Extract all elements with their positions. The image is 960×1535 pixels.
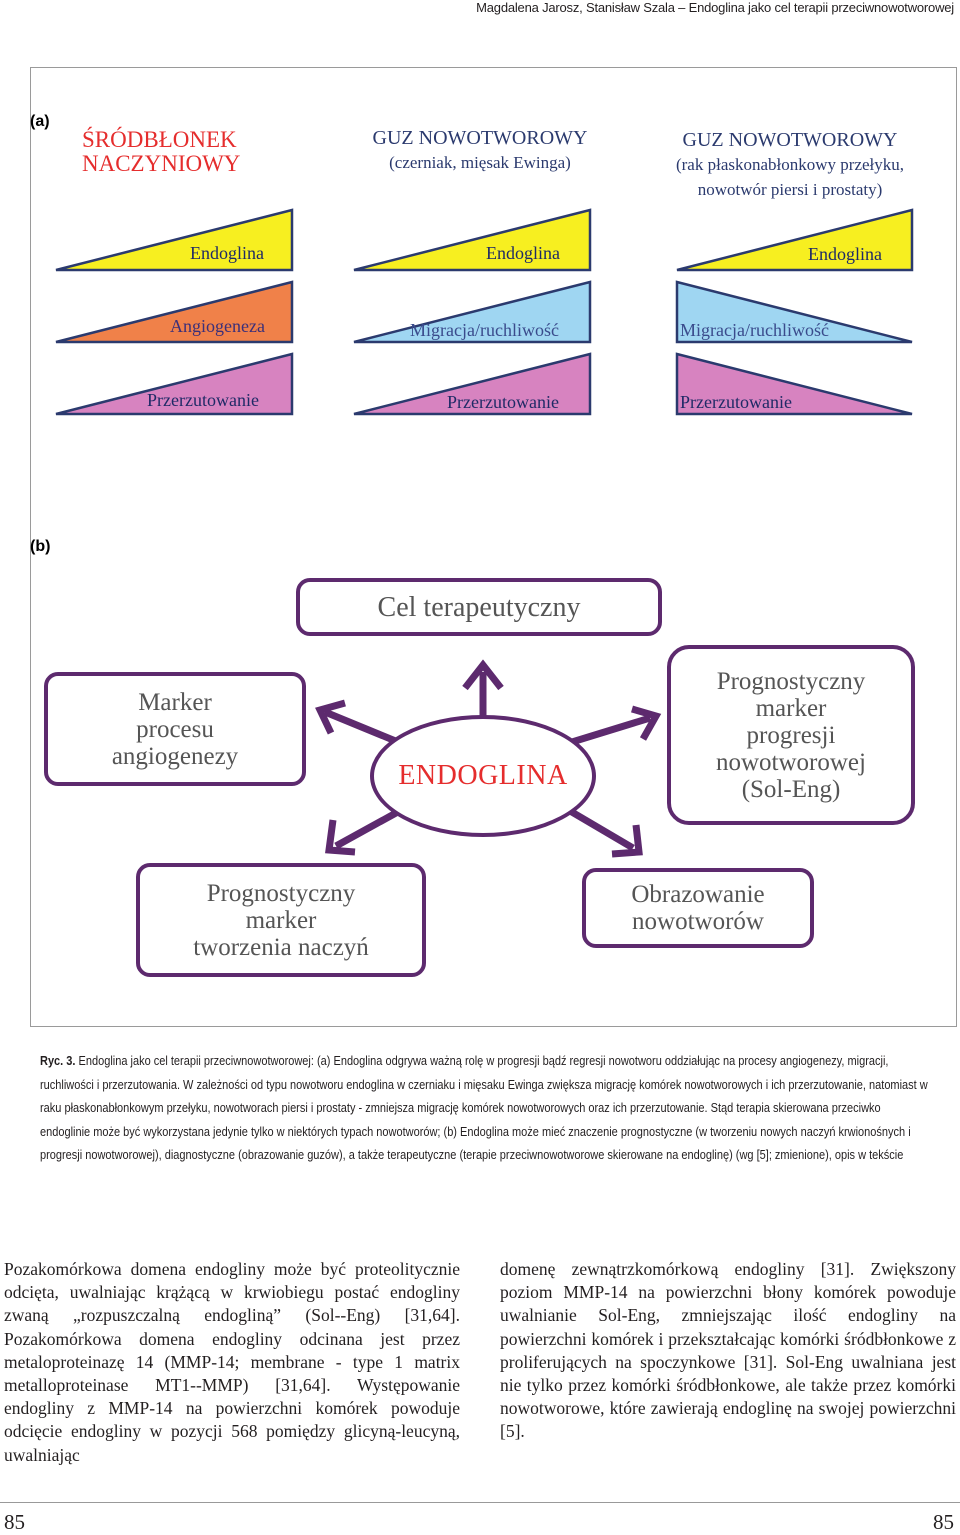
box-left-line1: Marker xyxy=(138,688,212,716)
col3-tri-przerzutowanie xyxy=(675,352,913,416)
caption-text: Endoglina jako cel terapii przeciwnowotw… xyxy=(40,1054,928,1162)
col2-tri-przerzutowanie xyxy=(353,352,592,416)
box-right-line3: progresji xyxy=(746,721,836,749)
col1-tri-angiogeneza xyxy=(55,280,294,344)
box-right-line4: nowotworowej xyxy=(716,748,866,776)
box-marker-angiogenezy: Marker procesu angiogenezy xyxy=(44,672,306,786)
col3-title: GUZ NOWOTWOROWY (rak płaskonabłonkowy pr… xyxy=(640,128,940,202)
col1-tri-przerzutowanie xyxy=(55,352,294,416)
endoglina-ellipse: ENDOGLINA xyxy=(370,715,596,837)
page-number-left: 85 xyxy=(4,1510,25,1534)
caption-label: Ryc. 3. xyxy=(40,1054,76,1068)
arrow-upper-right-head xyxy=(631,705,662,741)
arrow-upper-right xyxy=(570,714,652,746)
box-left-line3: angiogenezy xyxy=(111,742,239,770)
arrow-upper-left xyxy=(323,708,400,746)
col3-label-endoglina: Endoglina xyxy=(808,244,882,264)
page-number-right: 85 xyxy=(933,1510,954,1534)
col2-title: GUZ NOWOTWOROWY (czerniak, mięsak Ewinga… xyxy=(350,126,610,175)
col2-tri-migracja xyxy=(353,280,592,344)
col1-tri-endoglina xyxy=(55,208,294,272)
box-bottom-right-line1: Obrazowanie xyxy=(631,881,765,908)
col1-label-angiogeneza: Angiogeneza xyxy=(170,316,265,336)
arrow-lower-right xyxy=(563,804,635,852)
col2-label-endoglina: Endoglina xyxy=(486,243,560,263)
col3-title-line1: GUZ NOWOTWOROWY xyxy=(682,129,898,151)
box-bottom-right-line2: nowotworów xyxy=(632,908,764,935)
footer-rule xyxy=(0,1502,960,1503)
arrows-svg xyxy=(315,659,662,858)
col3-tri-endoglina xyxy=(676,208,914,272)
arrow-upper-left-head xyxy=(315,699,346,735)
col1-label-przerzutowanie: Przerzutowanie xyxy=(147,390,259,410)
col1-label-endoglina: Endoglina xyxy=(190,243,264,263)
endoglina-center-text: ENDOGLINA xyxy=(398,760,568,791)
col2-label-przerzutowanie: Przerzutowanie xyxy=(447,392,559,412)
box-cel-terapeutyczny-text: Cel terapeutyczny xyxy=(377,591,581,623)
box-left-line2: procesu xyxy=(136,715,214,743)
col2-subtitle-line1: (czerniak, mięsak Ewinga) xyxy=(389,153,571,172)
box-cel-terapeutyczny: Cel terapeutyczny xyxy=(296,578,662,636)
col2-label-migracja: Migracja/ruchliwość xyxy=(410,320,559,340)
col3-subtitle-line1: (rak płaskonabłonkowy przełyku, xyxy=(675,155,905,174)
box-obrazowanie: Obrazowanie nowotworów xyxy=(582,868,814,948)
arrow-lower-left xyxy=(334,804,407,850)
col3-label-przerzutowanie: Przerzutowanie xyxy=(680,392,792,412)
col3-tri-migracja xyxy=(675,280,913,344)
panel-a-label: (a) xyxy=(30,113,50,130)
box-right-line2: marker xyxy=(755,694,827,722)
box-marker-progresji: Prognostyczny marker progresji nowotworo… xyxy=(667,645,915,825)
col2-title-line1: GUZ NOWOTWOROWY xyxy=(372,127,588,149)
running-header: Magdalena Jarosz, Stanisław Szala – Endo… xyxy=(476,0,954,15)
body-column-right: domenę zewnątrzkomórkową endogliny [31].… xyxy=(500,1259,956,1442)
box-bottom-left-line1: Prognostyczny xyxy=(206,879,356,907)
col1-title-line2: NACZYNIOWY xyxy=(82,151,241,176)
box-bottom-left-line3: tworzenia naczyń xyxy=(193,933,369,961)
figure-3 xyxy=(30,67,957,1027)
box-right-line5: (Sol-Eng) xyxy=(741,775,841,803)
box-bottom-left-line2: marker xyxy=(245,906,317,934)
col1-title-line1: ŚRÓDBŁONEK xyxy=(82,127,237,152)
panel-b-label: (b) xyxy=(30,538,51,555)
figure-caption: Ryc. 3. Endoglina jako cel terapii przec… xyxy=(40,1050,929,1168)
col3-subtitle-line2: nowotwór piersi i prostaty) xyxy=(697,180,883,199)
col2-tri-endoglina xyxy=(353,208,592,272)
body-column-left: Pozakomórkowa domena endogliny może być … xyxy=(4,1259,460,1465)
col3-label-migracja: Migracja/ruchliwość xyxy=(680,320,829,340)
arrow-lower-right-head xyxy=(611,824,643,858)
arrow-up-head xyxy=(462,659,504,691)
col1-title: ŚRÓDBŁONEK NACZYNIOWY xyxy=(82,128,240,176)
arrow-lower-left-head xyxy=(325,819,356,856)
box-marker-naczyn: Prognostyczny marker tworzenia naczyń xyxy=(136,863,426,977)
box-right-line1: Prognostyczny xyxy=(716,667,866,695)
triangles-svg xyxy=(55,208,914,416)
